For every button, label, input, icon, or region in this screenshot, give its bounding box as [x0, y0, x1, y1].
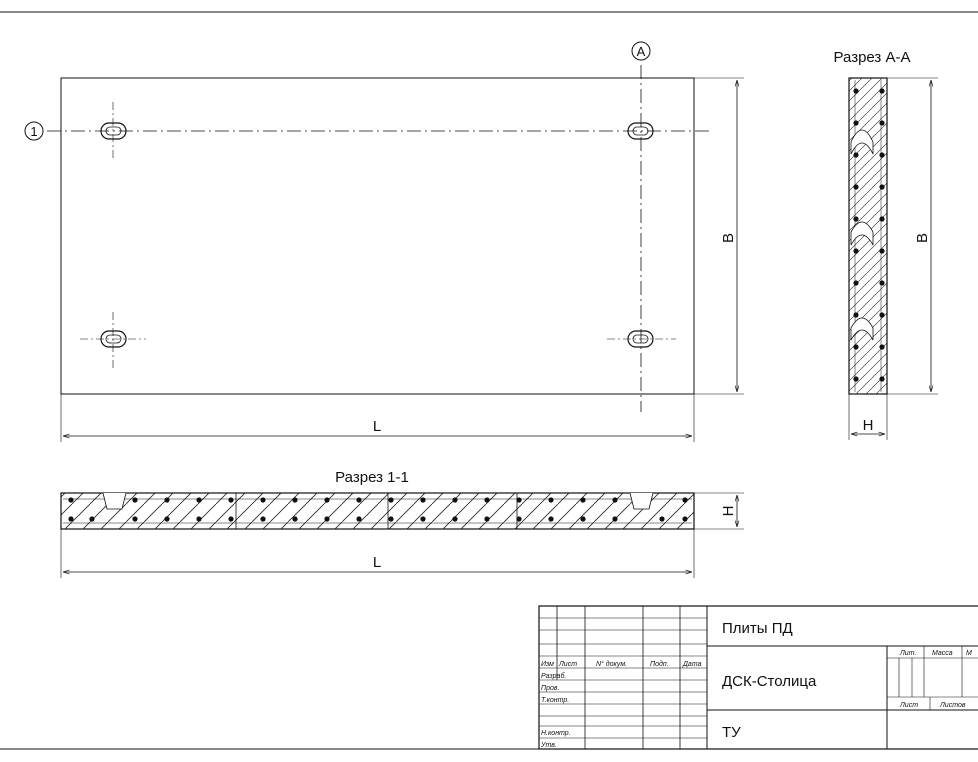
tb-col-izm: Изм: [541, 661, 554, 668]
dim-section-11-thickness: H: [720, 506, 737, 517]
dim-section-11-length: L: [373, 554, 381, 571]
lifting-loop: [80, 312, 146, 370]
svg-text:A: A: [637, 44, 646, 59]
tb-col-list: Лист: [558, 661, 577, 668]
tb-stage-mass: Масса: [932, 650, 953, 657]
axis-marker-a: A: [631, 41, 651, 61]
rebar-dots: [68, 497, 688, 522]
section-aa: Разрез А-А B H: [834, 49, 938, 440]
slab-plan: A 1 B L: [24, 41, 744, 442]
rebar-dots: [853, 88, 885, 382]
tb-row-prov: Пров.: [541, 685, 560, 692]
tb-row-nkontr: Н.контр.: [541, 730, 571, 737]
section-11-title: Разрез 1-1: [335, 469, 409, 486]
tb-product-name: Плиты ПД: [722, 620, 793, 637]
tb-sheet: Лист: [899, 702, 918, 709]
lifting-loop: [607, 330, 676, 348]
tb-col-date: Дата: [682, 661, 702, 668]
tb-row-razrab: Разраб.: [541, 672, 566, 680]
dim-plan-width: B: [720, 233, 737, 243]
tb-document-code: ТУ: [722, 724, 741, 741]
section-11: Разрез 1-1: [60, 469, 744, 578]
dim-plan-length: L: [373, 418, 381, 435]
section-aa-title: Разрез А-А: [834, 49, 911, 66]
svg-text:1: 1: [30, 124, 37, 139]
tb-stage-lit: Лит.: [899, 650, 916, 657]
axis-marker-1: 1: [24, 121, 44, 141]
lifting-loop: [627, 122, 654, 140]
tb-row-tkontr: Т.контр.: [541, 697, 569, 704]
dim-section-aa-width: B: [914, 233, 931, 243]
tb-stage-scale: М: [966, 650, 972, 657]
dim-section-aa-thickness: H: [863, 417, 874, 434]
tb-col-doc-no: N° докум.: [596, 660, 627, 668]
tb-row-utv: Утв.: [540, 742, 557, 749]
title-block: [538, 605, 978, 750]
tb-col-sign: Подп.: [650, 660, 669, 668]
tb-organization: ДСК-Столица: [722, 673, 817, 690]
lifting-loop: [100, 102, 127, 160]
tb-sheets: Листов: [939, 702, 966, 709]
